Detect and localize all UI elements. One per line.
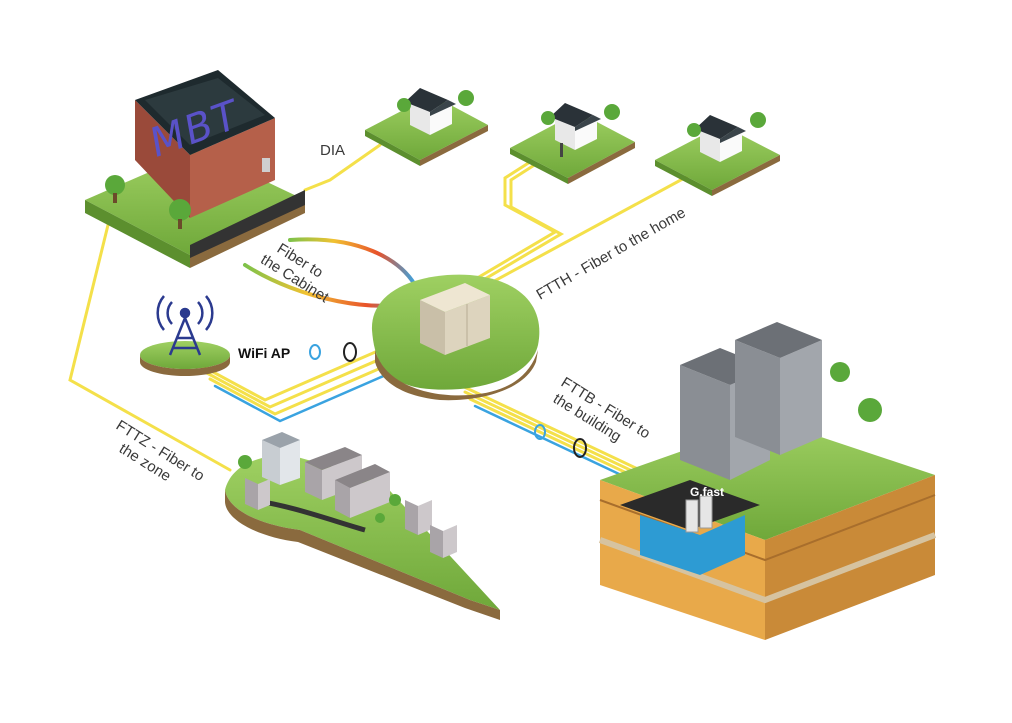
cabinet-icon xyxy=(420,283,490,355)
dia-fiber xyxy=(303,143,382,192)
house-1 xyxy=(365,88,488,166)
wifi-ap-platform xyxy=(140,295,230,376)
fttz-zone-island xyxy=(225,432,500,620)
apartment-building-icon xyxy=(335,464,390,518)
house-icon xyxy=(550,103,601,150)
house-3 xyxy=(655,112,780,196)
apartment-building-icon xyxy=(245,478,270,510)
apartment-building-icon xyxy=(735,322,822,455)
apartment-building-icon xyxy=(262,432,300,485)
ftth-fiber-house2 xyxy=(438,160,559,302)
gfast-equipment xyxy=(685,495,713,533)
fttz-fiber xyxy=(68,223,232,472)
wifi-label: WiFi AP xyxy=(238,345,290,361)
mbt-data-center: MBT xyxy=(85,70,305,268)
gfast-label: G.fast xyxy=(690,485,724,499)
fttb-building-block xyxy=(598,322,937,640)
dia-label: DIA xyxy=(320,142,345,159)
apartment-building-icon xyxy=(430,525,457,558)
house-icon xyxy=(695,115,746,162)
house-icon xyxy=(405,88,456,135)
apartment-building-icon xyxy=(405,500,432,535)
wifi-tower-icon xyxy=(156,295,214,356)
house-2 xyxy=(510,103,635,184)
cabinet-island xyxy=(371,274,540,401)
wifi-fiber-bundle xyxy=(198,342,397,423)
